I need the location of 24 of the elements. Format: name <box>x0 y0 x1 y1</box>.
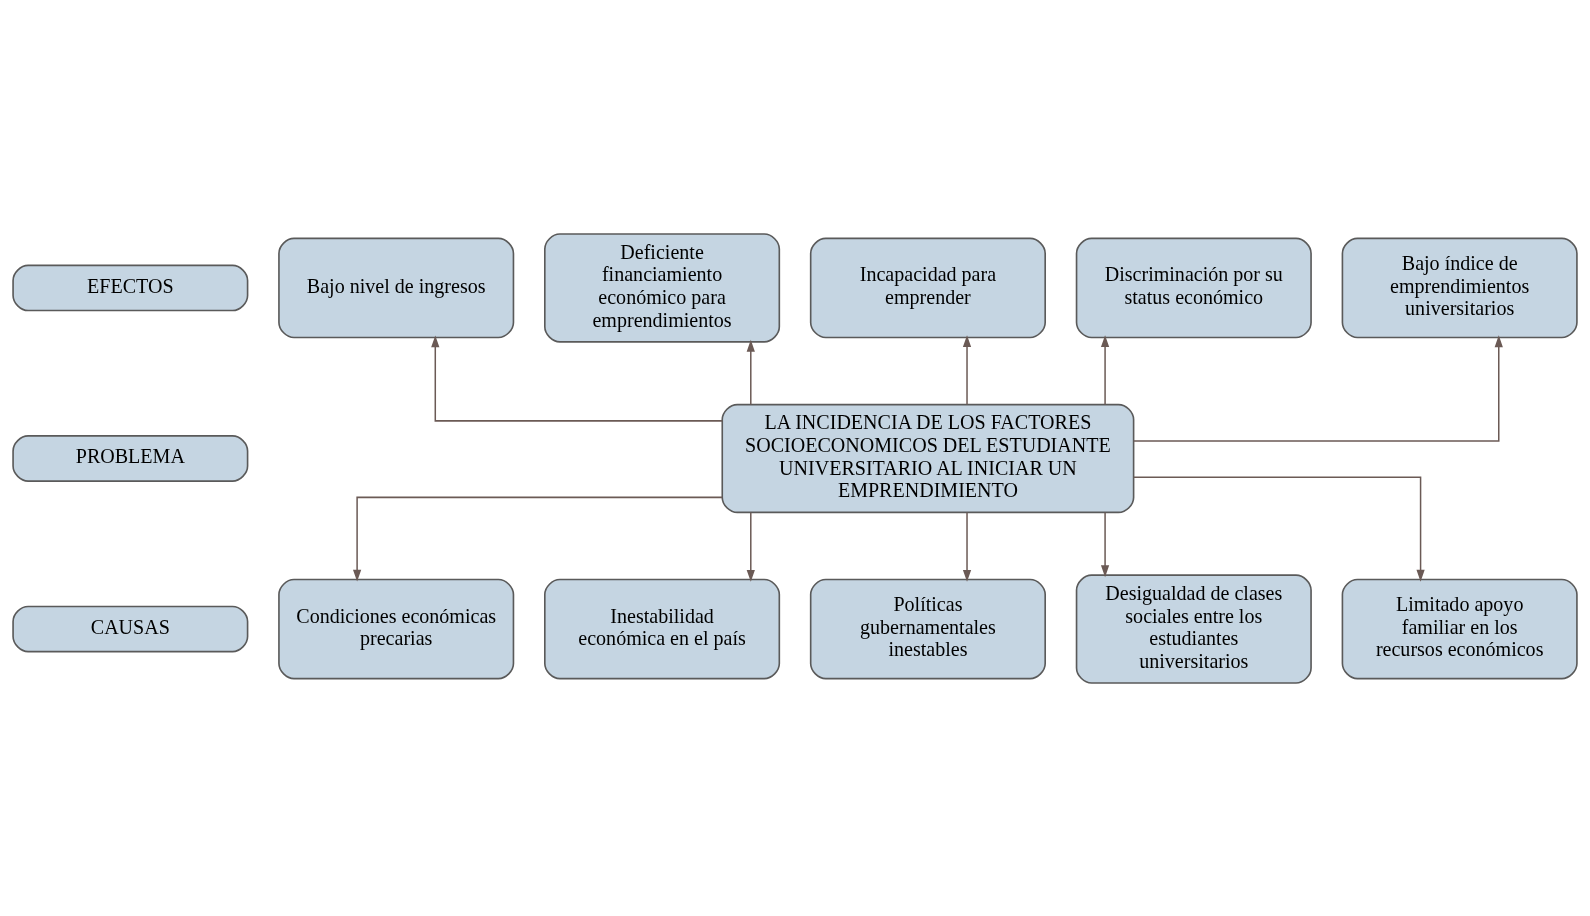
node-box: CAUSAS <box>12 605 249 652</box>
node-box: Desigualdad de clases sociales entre los estudiantes universitarios <box>1075 573 1312 684</box>
node-box: EFECTOS <box>12 264 249 311</box>
arrow <box>962 334 972 405</box>
node-box: Incapacidad para emprender <box>809 237 1046 338</box>
node-box: PROBLEMA <box>12 434 249 482</box>
arrow <box>1100 334 1110 405</box>
arrow <box>352 496 723 582</box>
node-box: Limitado apoyo familiar en los recursos económicos <box>1341 578 1578 679</box>
node-box: Bajo índice de emprendimientos universitarios <box>1341 237 1578 338</box>
node-box: Bajo nivel de ingresos <box>278 237 515 338</box>
node-box: Deficiente financiamiento económico para emprendimientos <box>544 232 781 343</box>
node-box: Discriminación por su status económico <box>1075 237 1312 338</box>
arrow <box>1132 334 1503 442</box>
node-box: Inestabilidad económica en el país <box>544 578 781 679</box>
node-box: LA INCIDENCIA DE LOS FACTORES SOCIOECONOMICOS DEL ESTUDIANTE UNIVERSITARIO AL INICIAR UN EMPRENDIMIENTO <box>721 403 1135 513</box>
arrow <box>746 511 755 582</box>
arrow <box>962 511 972 582</box>
arrow <box>431 335 723 422</box>
node-box: Condiciones económicas precarias <box>278 578 515 679</box>
arrow <box>1132 476 1425 582</box>
arrow <box>1100 511 1110 577</box>
arrow <box>746 339 755 405</box>
node-box: Políticas gubernamentales inestables <box>809 578 1046 679</box>
